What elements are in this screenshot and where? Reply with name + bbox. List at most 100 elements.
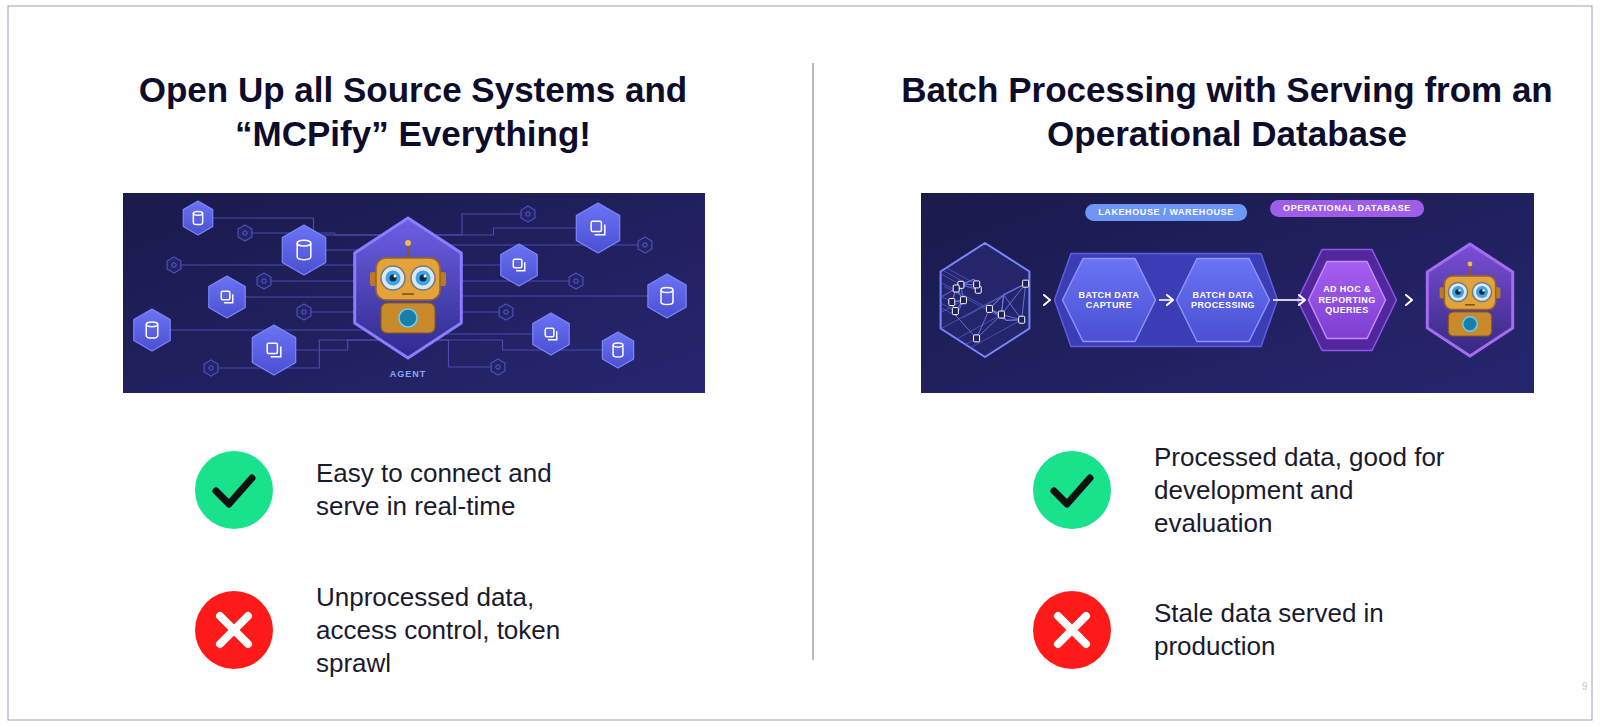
copy-icon	[267, 343, 277, 353]
copy-icon-back	[224, 294, 233, 303]
copy-icon-back	[516, 262, 525, 271]
database-icon-top	[146, 322, 157, 327]
network-link	[889, 268, 952, 302]
small-hex-dot	[643, 243, 647, 247]
robot-hex	[355, 218, 462, 358]
source-hex	[183, 201, 212, 235]
robot-eye	[1448, 282, 1467, 301]
source-hex	[282, 225, 325, 275]
document-icon	[960, 297, 966, 304]
column-divider	[812, 63, 813, 660]
flow-arrow	[1159, 299, 1173, 301]
small-hex-dot	[504, 310, 508, 314]
copy-icon	[221, 291, 230, 300]
copy-icon-back	[271, 347, 281, 357]
check-circle	[195, 451, 273, 529]
network-link	[939, 315, 1002, 349]
agent-caption: AGENT	[368, 368, 448, 380]
robot-iris	[1452, 286, 1464, 298]
small-hex-dot	[526, 212, 530, 216]
small-hex	[491, 359, 505, 375]
source-network-hex	[941, 243, 1030, 357]
process-hex: AD HOC & REPORTING QUERIES	[1307, 260, 1387, 340]
small-hex	[499, 304, 513, 320]
robot-eye-glint	[1482, 289, 1484, 291]
network-link	[911, 279, 974, 313]
document-icon	[974, 335, 980, 342]
network-link	[916, 256, 979, 290]
robot-eye-glint	[1458, 289, 1460, 291]
document-icon	[986, 305, 992, 312]
robot-iris	[386, 271, 401, 286]
robot-pupil	[420, 275, 427, 282]
check-mark	[1054, 478, 1090, 504]
slide-border	[8, 6, 1592, 720]
small-hex	[638, 237, 652, 253]
hex-shape	[1177, 259, 1270, 342]
cross-circle	[195, 591, 273, 669]
network-link	[941, 295, 1004, 329]
network-link	[927, 275, 990, 309]
database-icon-top	[193, 211, 202, 215]
robot-eye-glint	[394, 275, 397, 278]
source-hex	[648, 274, 686, 318]
pro-text: Easy to connect and serve in real-time	[316, 457, 616, 523]
stage-pill-label: LAKEHOUSE / WAREHOUSE	[1085, 204, 1247, 221]
check-mark	[216, 478, 252, 504]
robot-body	[1448, 312, 1491, 336]
cross-circle	[1033, 591, 1111, 669]
copy-icon-back	[595, 225, 605, 235]
copy-icon	[513, 259, 522, 268]
robot-body	[381, 303, 435, 333]
check-circle	[1033, 451, 1111, 529]
source-hex	[533, 313, 569, 355]
database-icon-top	[297, 240, 311, 246]
network-link	[1022, 284, 1026, 320]
con-text: Stale data served in production	[1154, 597, 1454, 663]
hex-shape	[1063, 259, 1156, 342]
robot-antenna-tip	[1468, 262, 1473, 267]
small-hex-dot	[243, 231, 247, 235]
document-icon	[1023, 280, 1029, 287]
band-shape	[1055, 254, 1278, 347]
small-hex	[257, 273, 271, 289]
database-icon-top	[613, 343, 623, 347]
stage-pill-label: OPERATIONAL DATABASE	[1270, 200, 1424, 217]
cross-icon	[1033, 591, 1111, 669]
source-hex	[602, 332, 633, 368]
column-heading: Open Up all Source Systems and “MCPify” …	[118, 68, 708, 156]
network-link	[977, 309, 990, 338]
pipeline-illustration	[889, 243, 1513, 373]
document-icon	[949, 299, 955, 306]
robot-head	[1444, 276, 1495, 310]
small-hex	[238, 225, 252, 241]
document-icon	[974, 281, 980, 288]
database-icon-top	[661, 288, 673, 293]
robot-chest	[1463, 317, 1477, 331]
cross-mark	[1058, 616, 1086, 644]
copy-icon	[591, 221, 601, 231]
robot-hex	[1427, 244, 1512, 356]
small-hex	[297, 304, 311, 320]
document-icon	[953, 285, 959, 292]
check-icon	[1033, 451, 1111, 529]
check-icon	[195, 451, 273, 529]
small-hex-dot	[262, 279, 266, 283]
process-label: BATCH DATA PROCESSING	[1185, 290, 1262, 311]
agent-illustration-bg	[123, 193, 705, 393]
cross-mark	[220, 616, 248, 644]
column-heading: Batch Processing with Serving from an Op…	[897, 68, 1557, 156]
source-hex	[252, 325, 295, 375]
con-text: Unprocessed data, access control, token …	[316, 581, 616, 680]
robot-antenna	[407, 245, 409, 258]
network-link	[963, 284, 1026, 318]
document-icon	[952, 308, 958, 315]
band-shape	[1298, 250, 1397, 351]
robot-chest	[399, 309, 417, 327]
small-hex	[521, 206, 535, 222]
source-hex	[501, 244, 537, 286]
small-hex-dot	[574, 279, 578, 283]
network-link	[914, 338, 977, 372]
robot-head	[376, 258, 440, 300]
source-hex	[576, 203, 619, 253]
